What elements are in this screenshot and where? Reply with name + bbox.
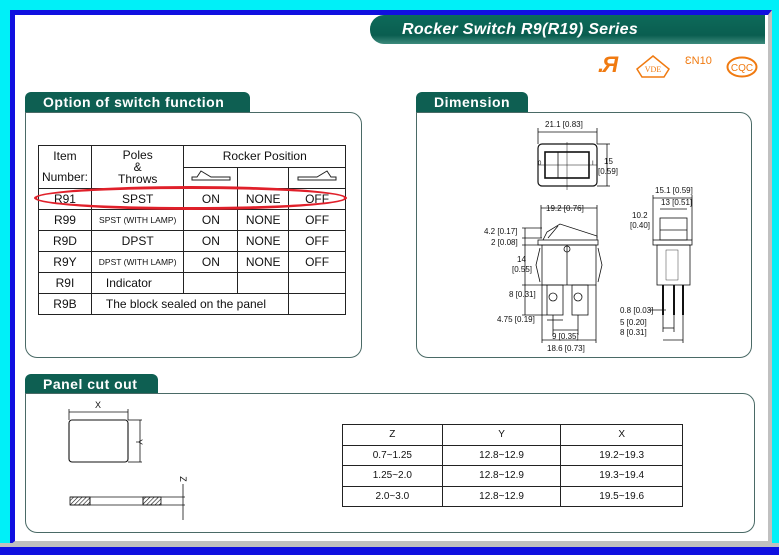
dim-side-height: 10.2 (632, 211, 648, 220)
dim-pin: 0.8 [0.03] (620, 306, 654, 315)
cutout-z-label: Z (177, 476, 188, 482)
dim-side-inner: 13 [0.51] (661, 198, 693, 207)
dim-body-height: 14 (517, 255, 526, 264)
dim-body-height-in: [0.55] (512, 265, 533, 274)
option-section-tab: Option of switch function (25, 92, 250, 112)
ul-recognized-icon: .Я (598, 52, 618, 77)
dimension-drawing (522, 128, 693, 343)
dim-top-height: 15 (604, 157, 613, 166)
dim-side-width: 15.1 [0.59] (655, 186, 693, 195)
window-frame-bottom (0, 547, 779, 555)
dim-pin-width: 8 [0.31] (620, 328, 647, 337)
header-z: Z (342, 424, 443, 446)
en61058-icon: ƐN10 (685, 55, 712, 67)
dim-pin-pitch: 5 [0.20] (620, 318, 647, 327)
rocker-none-cell (237, 166, 290, 189)
dim-terminal: 8 [0.31] (509, 290, 536, 299)
dimension-section-tab: Dimension (416, 92, 528, 112)
dim-top-height-in: [0.59] (598, 167, 619, 176)
vde-icon: VDE (636, 55, 670, 78)
cutout-x-label: X (95, 400, 102, 410)
svg-text:CQC: CQC (731, 63, 753, 74)
window-frame-right (772, 8, 779, 555)
cqc-icon: CQC (726, 56, 758, 78)
dim-terminal-width: 4.75 [0.19] (497, 315, 535, 324)
header-x: X (560, 424, 683, 446)
header-poles: Poles&Throws (90, 145, 185, 189)
dimension-section-box (416, 112, 752, 358)
page-title: Rocker Switch R9(R19) Series (370, 15, 765, 44)
panel-section-tab: Panel cut out (25, 374, 158, 393)
dim-base: 18.6 [0.73] (547, 344, 585, 353)
rocker-off-icon (288, 166, 346, 189)
en-rating: 10 (699, 55, 712, 67)
window-frame-bottom-shadow (0, 543, 779, 547)
panel-cutout-drawing (68, 409, 185, 520)
vde-logo-text: VDE (645, 65, 662, 74)
dim-side-height-in: [0.40] (630, 221, 651, 230)
dim-rocker-height: 4.2 [0.17] (484, 227, 518, 236)
dim-flange: 2 [0.08] (491, 238, 518, 247)
dim-pitch: 9 [0.35] (552, 332, 579, 341)
dim-top-width: 21.1 [0.83] (545, 120, 583, 129)
highlight-ellipse (34, 186, 347, 210)
mark-on: I (592, 161, 594, 167)
header-y: Y (441, 424, 562, 446)
cutout-y-label: Y (134, 438, 145, 446)
dim-body-width: 19.2 [0.76] (546, 204, 584, 213)
header-rocker-position: Rocker Position (183, 145, 346, 168)
mark-off: 0 (538, 161, 542, 167)
